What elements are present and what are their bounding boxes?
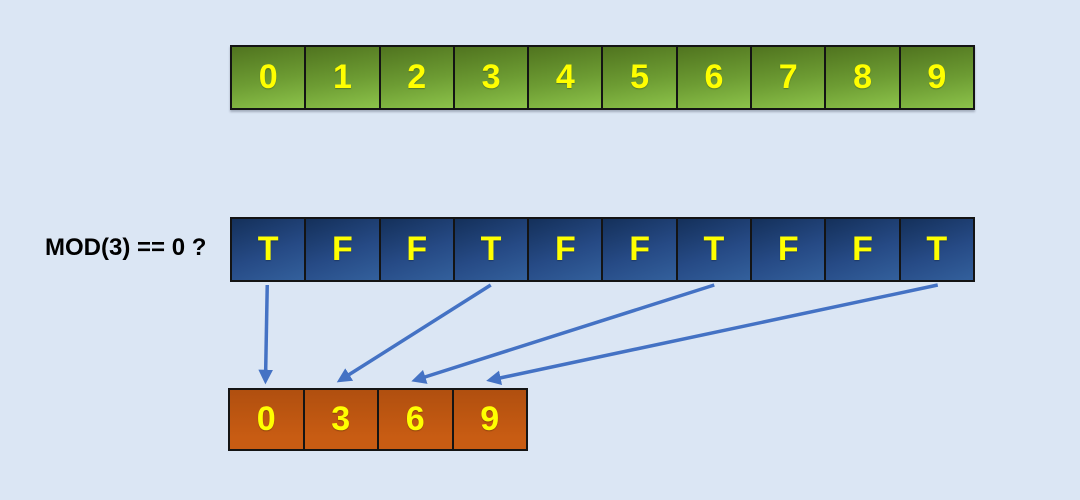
source-cell-8: 8	[826, 47, 901, 108]
mask-cell-3: T	[454, 219, 530, 280]
mask-cell-4: F	[529, 219, 604, 280]
mask-cell-9: T	[900, 219, 973, 280]
source-cell-6: 6	[677, 47, 753, 108]
result-cell-1: 3	[304, 390, 379, 449]
source-cell-9: 9	[900, 47, 973, 108]
mask-cell-0: T	[232, 219, 307, 280]
mask-cell-6: T	[677, 219, 753, 280]
source-cell-2: 2	[380, 47, 455, 108]
filter-arrow-2	[411, 283, 715, 384]
filter-arrow-3	[486, 283, 939, 386]
mask-cell-7: F	[752, 219, 827, 280]
result-cell-2: 6	[379, 390, 454, 449]
source-cell-5: 5	[603, 47, 678, 108]
mask-cell-8: F	[826, 219, 901, 280]
source-cell-7: 7	[752, 47, 827, 108]
result-cell-0: 0	[230, 390, 305, 449]
source-cell-4: 4	[529, 47, 604, 108]
mask-cell-1: F	[306, 219, 381, 280]
result-cell-3: 9	[453, 390, 526, 449]
condition-label: MOD(3) == 0 ?	[45, 234, 207, 261]
mask-cell-5: F	[603, 219, 678, 280]
filter-arrow-1	[336, 283, 492, 383]
mask-cell-2: F	[380, 219, 455, 280]
source-cell-3: 3	[454, 47, 530, 108]
filter-arrow-0	[258, 284, 274, 385]
source-cell-1: 1	[306, 47, 381, 108]
source-cell-0: 0	[232, 47, 307, 108]
